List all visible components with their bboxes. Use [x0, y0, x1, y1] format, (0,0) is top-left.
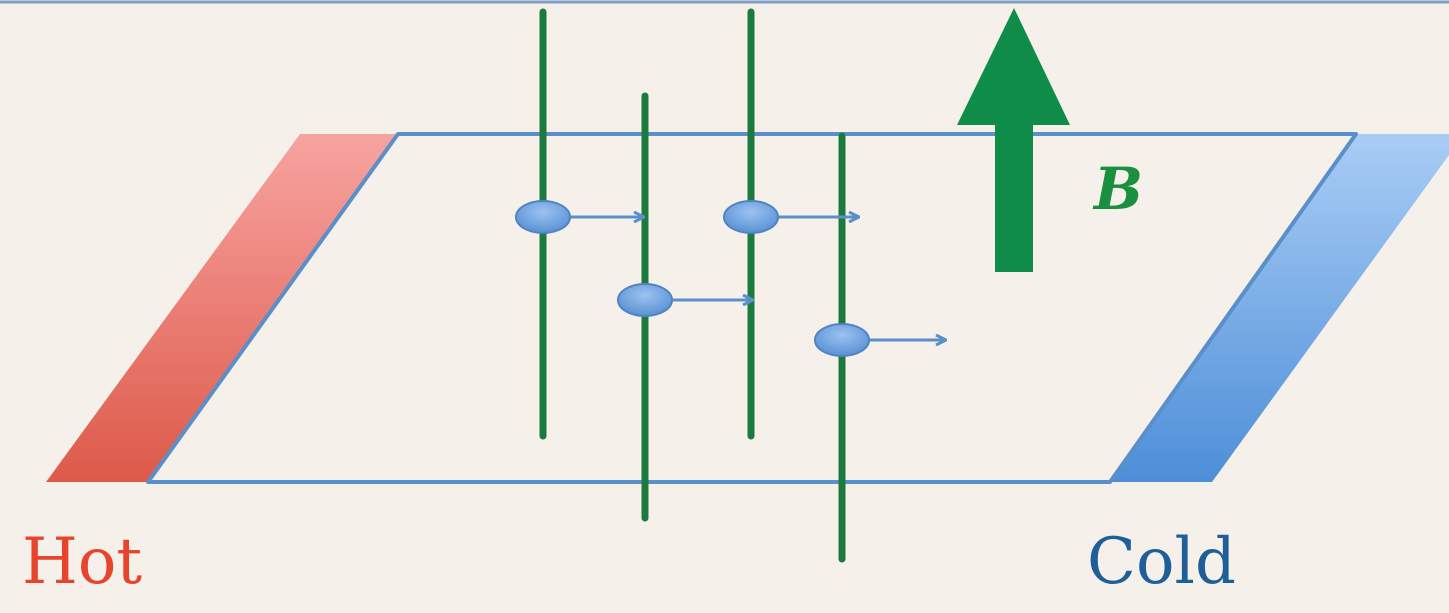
- sample-plate: [146, 132, 1358, 484]
- hot-reservoir-strip: [46, 134, 398, 482]
- field-label: B: [1094, 155, 1144, 223]
- magnetic-field-arrow-icon: [957, 8, 1070, 272]
- hot-label: Hot: [22, 525, 143, 599]
- cold-reservoir-strip: [1110, 134, 1449, 482]
- particle: [723, 200, 779, 234]
- particle: [515, 200, 571, 234]
- cold-label: Cold: [1087, 525, 1236, 599]
- particle: [617, 283, 673, 317]
- particle: [814, 323, 870, 357]
